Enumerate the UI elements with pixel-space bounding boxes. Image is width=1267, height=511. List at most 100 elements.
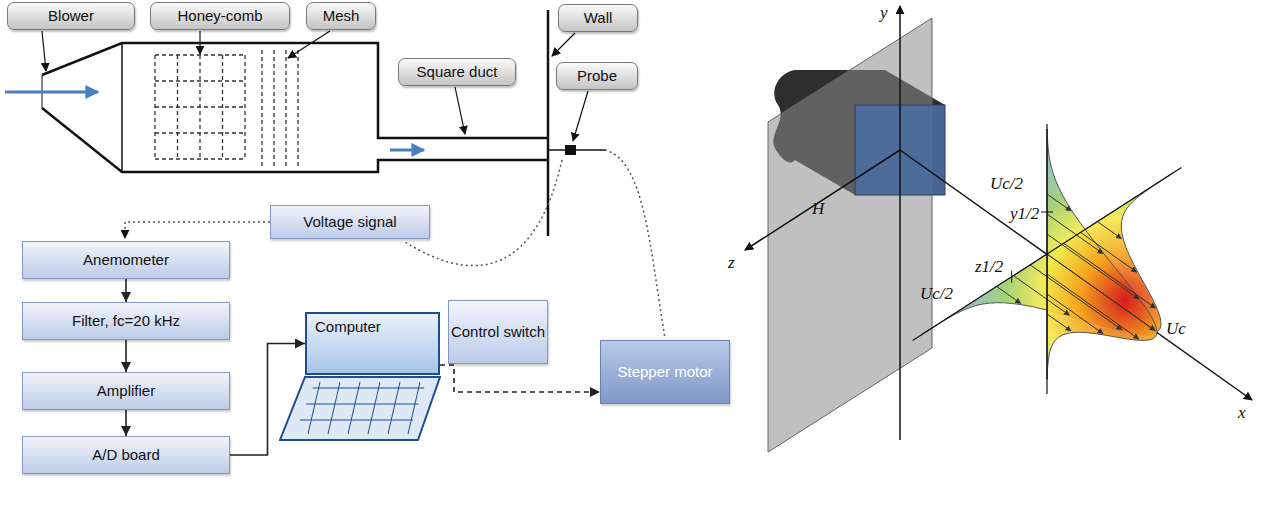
node-text: Filter, fc=20 kHz — [72, 312, 180, 329]
node-text: Mesh — [323, 7, 360, 24]
drawing-line — [328, 382, 340, 434]
drawing-line — [408, 382, 420, 434]
drawing-line — [306, 404, 418, 405]
drawing-line — [300, 420, 413, 421]
drawing-line — [390, 149, 424, 152]
drawing-line — [1047, 314, 1071, 331]
drawing-line — [308, 382, 320, 434]
label-box: Probe — [556, 62, 638, 90]
drawing-path — [1047, 129, 1157, 379]
process-box: Anemometer — [22, 241, 230, 279]
drawing-line — [1013, 276, 1069, 316]
drawing-line — [899, 6, 901, 440]
drawing-path — [42, 43, 548, 172]
drawing-line — [1041, 212, 1053, 213]
drawing-polygon — [768, 18, 932, 452]
drawing-line — [199, 31, 200, 54]
drawing-line — [548, 149, 605, 151]
connector-arrow — [230, 344, 305, 456]
node-text: Computer — [315, 318, 381, 335]
computer-screen: Computer — [305, 312, 440, 375]
drawing-line — [1047, 214, 1103, 254]
drawing-line — [42, 31, 46, 71]
label-box: Square duct — [398, 58, 516, 86]
drawing-line — [900, 150, 1252, 400]
connector-arrow — [440, 365, 600, 392]
drawing-line — [1097, 222, 1121, 239]
signal-box: Voltage signal — [270, 205, 430, 239]
drawing-g — [745, 6, 1252, 452]
symbol-label: z — [728, 254, 735, 271]
drawing-line — [222, 55, 223, 160]
symbol-label: x — [1238, 404, 1246, 421]
motor-box: Stepper motor — [600, 340, 730, 404]
symbol-label: Uc/2 — [920, 285, 953, 302]
drawing-rect — [565, 145, 576, 155]
process-box: Filter, fc=20 kHz — [22, 302, 230, 340]
node-text: Square duct — [417, 63, 498, 80]
drawing-line — [285, 50, 286, 166]
node-text: Voltage signal — [303, 213, 396, 230]
drawing-line — [348, 382, 360, 434]
drawing-line — [1047, 254, 1155, 331]
process-box: Amplifier — [22, 372, 230, 410]
node-text: Probe — [577, 67, 617, 84]
drawing-line — [288, 31, 330, 58]
drawing-line — [552, 33, 575, 56]
drawing-line — [1047, 234, 1139, 299]
connector-arrow — [125, 340, 127, 372]
label-box: Mesh — [306, 2, 376, 30]
label-box: Wall — [558, 4, 638, 32]
node-text: Wall — [584, 9, 613, 26]
node-text: Stepper motor — [617, 363, 712, 380]
drawing-line — [1047, 294, 1103, 334]
symbol-label: z1/2 — [975, 258, 1003, 275]
drawing-line — [388, 382, 400, 434]
node-text: Control switch — [451, 323, 545, 340]
node-text: Blower — [48, 7, 94, 24]
drawing-line — [155, 106, 245, 107]
symbol-label: Uc/2 — [990, 175, 1023, 192]
drawing-line — [1047, 194, 1071, 211]
drawing-line — [745, 150, 900, 250]
node-text: Amplifier — [97, 382, 155, 399]
connector-arrow — [125, 410, 127, 436]
label-box: Honey-comb — [150, 2, 290, 30]
drawing-line — [244, 55, 245, 160]
drawing-line — [155, 80, 245, 81]
drawing-line — [573, 91, 588, 141]
drawing-line — [297, 50, 298, 166]
drawing-g — [5, 10, 665, 440]
drawing-line — [313, 388, 425, 389]
drawing-g — [300, 382, 424, 434]
drawing-line — [261, 50, 262, 166]
node-text: A/D board — [92, 446, 160, 463]
drawing-line — [1011, 271, 1012, 283]
node-text: Anemometer — [83, 251, 169, 268]
drawing-path — [125, 222, 270, 238]
drawing-line — [1047, 274, 1139, 339]
drawing-line — [121, 43, 123, 172]
drawing-polygon — [280, 377, 440, 440]
drawing-line — [455, 87, 465, 134]
drawing-path — [605, 150, 665, 338]
drawing-line — [547, 10, 550, 236]
connector-arrow — [125, 279, 127, 302]
process-box: A/D board — [22, 436, 230, 474]
drawing-line — [368, 382, 380, 434]
drawing-line — [5, 91, 98, 94]
drawing-line — [155, 132, 245, 133]
symbol-label: H — [812, 200, 824, 217]
drawing-g — [155, 55, 245, 160]
drawing-line — [155, 158, 245, 159]
symbol-label: Uc — [1166, 320, 1186, 337]
drawing-line — [997, 286, 1021, 303]
switch-box: Control switch — [448, 300, 548, 364]
drawing-line — [913, 168, 1182, 341]
drawing-line — [1046, 124, 1047, 394]
symbol-label: y1/2 — [1010, 205, 1039, 222]
node-text: Honey-comb — [177, 7, 262, 24]
label-box: Blower — [7, 2, 135, 30]
drawing-line — [1047, 254, 1155, 331]
